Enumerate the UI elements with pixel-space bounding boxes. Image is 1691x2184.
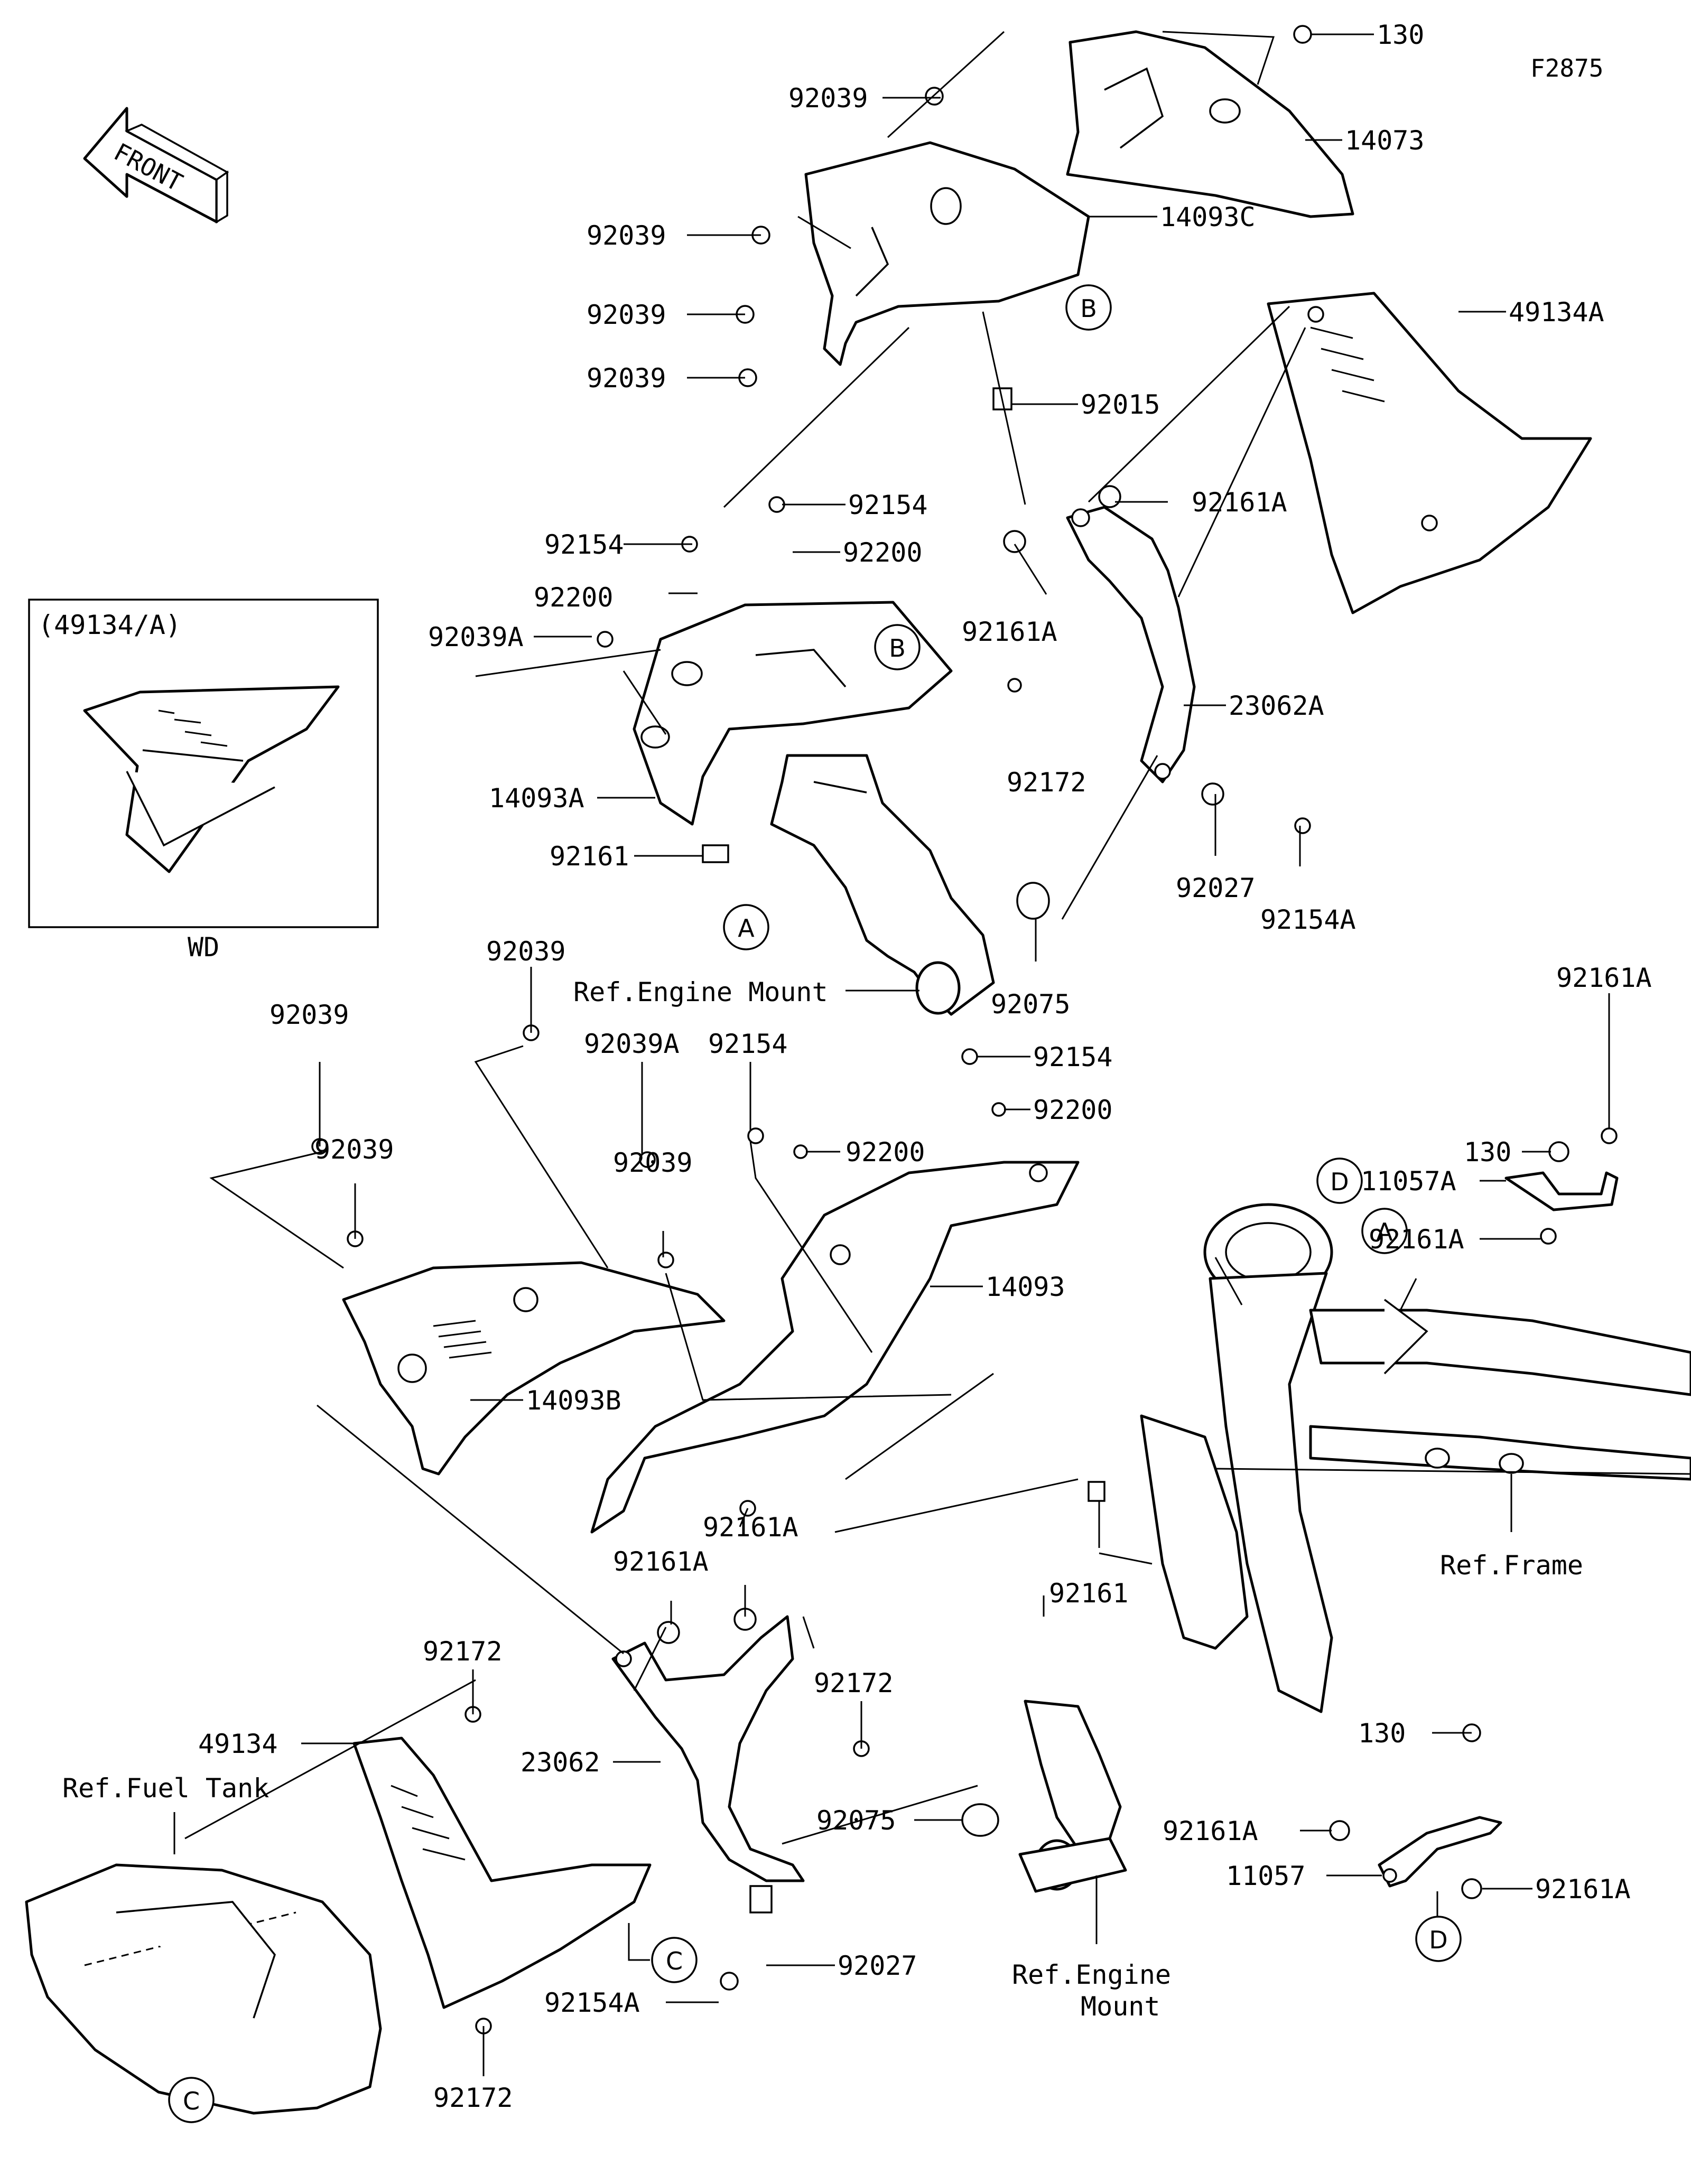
- frame-shape: [1140, 1203, 1691, 1713]
- label-92039: 92039: [486, 936, 566, 967]
- label-23062A: 23062A: [1229, 690, 1324, 721]
- part-14093C-shape: [804, 141, 1090, 366]
- label-92154: 92154: [544, 529, 624, 560]
- label-92161A: 92161A: [1556, 963, 1652, 993]
- part-number-labels: 130 14073 92039 92039 92039 92039 14093C…: [198, 20, 1652, 2113]
- ref-frame: Ref.Frame: [1440, 1550, 1583, 1581]
- figure-code: F2875: [1530, 54, 1603, 82]
- label-92154: 92154: [1033, 1042, 1113, 1072]
- svg-text:D: D: [1330, 1168, 1349, 1196]
- engine-mount-bottom-shape: [1018, 1700, 1127, 1893]
- label-92161A: 92161A: [1369, 1224, 1464, 1255]
- label-14093B: 14093B: [526, 1385, 621, 1416]
- callout-B-top: B: [1065, 284, 1112, 331]
- label-130: 130: [1464, 1137, 1511, 1168]
- ref-engine-mount-top: Ref.Engine Mount: [573, 977, 828, 1007]
- label-92200: 92200: [1033, 1095, 1113, 1125]
- label-92161A: 92161A: [703, 1512, 798, 1543]
- label-11057: 11057: [1226, 1861, 1306, 1891]
- label-92161A: 92161A: [1192, 487, 1287, 518]
- svg-text:C: C: [183, 2087, 200, 2115]
- label-92039: 92039: [314, 1134, 394, 1165]
- label-92161A: 92161A: [613, 1546, 709, 1577]
- label-92039A: 92039A: [428, 622, 524, 652]
- label-49134: 49134: [198, 1729, 278, 1759]
- label-130: 130: [1377, 20, 1424, 50]
- part-14073-shape: [1066, 30, 1354, 218]
- part-23062-shape: [611, 1615, 805, 1882]
- part-49134A-shape: [1267, 292, 1592, 614]
- svg-text:C: C: [666, 1947, 683, 1975]
- callout-B-mid: B: [874, 624, 921, 670]
- label-14073: 14073: [1345, 125, 1425, 156]
- part-49134-shape: [352, 1737, 652, 2009]
- part-14093B-shape: [342, 1261, 726, 1476]
- label-23062: 23062: [521, 1747, 600, 1778]
- label-49134A: 49134A: [1509, 297, 1604, 328]
- label-92027: 92027: [1176, 873, 1256, 903]
- label-92161: 92161: [1049, 1578, 1129, 1609]
- label-92039: 92039: [613, 1147, 693, 1178]
- label-92027: 92027: [838, 1950, 917, 1981]
- ref-engine-mount-bottom-line2: Mount: [1081, 1991, 1160, 2022]
- label-92039A: 92039A: [584, 1029, 680, 1059]
- label-92200: 92200: [534, 582, 614, 613]
- svg-text:D: D: [1429, 1926, 1447, 1954]
- callout-D-frame: D: [1316, 1158, 1363, 1204]
- part-14093-shape: [590, 1161, 1080, 1534]
- part-11057A-shape: [1504, 1171, 1619, 1211]
- label-92154: 92154: [708, 1029, 788, 1059]
- label-14093: 14093: [986, 1272, 1065, 1302]
- label-14093C: 14093C: [1160, 202, 1256, 232]
- label-92039: 92039: [587, 363, 666, 394]
- label-92039: 92039: [270, 1000, 349, 1030]
- leader-lines: [173, 31, 1691, 2076]
- label-92154A: 92154A: [1260, 904, 1356, 935]
- svg-text:B: B: [889, 634, 906, 662]
- label-92161: 92161: [550, 841, 629, 872]
- label-92172: 92172: [423, 1636, 503, 1667]
- label-92039: 92039: [587, 300, 666, 330]
- fasteners: [311, 25, 1618, 2034]
- ref-engine-mount-bottom-line1: Ref.Engine: [1012, 1959, 1171, 1990]
- svg-text:A: A: [738, 914, 755, 942]
- callout-A-frame: A: [1361, 1208, 1408, 1254]
- front-arrow-icon: FRONT: [83, 107, 229, 224]
- svg-text:B: B: [1080, 294, 1097, 323]
- callout-A-mid: A: [723, 904, 769, 950]
- fuel-tank-shape: [25, 1863, 382, 2115]
- label-92172: 92172: [814, 1668, 894, 1698]
- inset-box: (49134/A): [28, 599, 379, 928]
- label-92200: 92200: [843, 537, 923, 568]
- label-92161A: 92161A: [1163, 1816, 1258, 1846]
- ref-fuel-tank: Ref.Fuel Tank: [62, 1773, 269, 1804]
- callout-C-left: C: [168, 2077, 215, 2123]
- label-92075: 92075: [816, 1805, 896, 1836]
- svg-text:A: A: [1376, 1218, 1393, 1246]
- part-14093A-shape: [633, 601, 953, 826]
- inset-cover-shape: [83, 685, 340, 873]
- engine-mount-top-shape: [770, 754, 995, 1016]
- inset-title: (49134/A): [38, 610, 181, 640]
- label-92161A: 92161A: [1535, 1874, 1631, 1905]
- label-11057A: 11057A: [1361, 1166, 1456, 1197]
- label-92161A: 92161A: [962, 617, 1057, 647]
- label-92154A: 92154A: [544, 1987, 640, 2018]
- label-92154: 92154: [848, 490, 928, 520]
- label-92015: 92015: [1081, 389, 1160, 420]
- label-92039: 92039: [788, 83, 868, 114]
- label-14093A: 14093A: [489, 783, 584, 814]
- callout-D-bottom: D: [1415, 1916, 1462, 1962]
- inset-caption: WD: [188, 932, 219, 963]
- label-92172: 92172: [433, 2083, 513, 2113]
- label-92172: 92172: [1007, 767, 1086, 798]
- label-92200: 92200: [846, 1137, 925, 1168]
- label-92075: 92075: [991, 989, 1071, 1020]
- callout-C-right: C: [651, 1937, 698, 1983]
- part-11057-shape: [1378, 1816, 1502, 1888]
- label-130: 130: [1358, 1718, 1406, 1749]
- label-92039: 92039: [587, 220, 666, 251]
- part-23062A-shape: [1066, 506, 1196, 783]
